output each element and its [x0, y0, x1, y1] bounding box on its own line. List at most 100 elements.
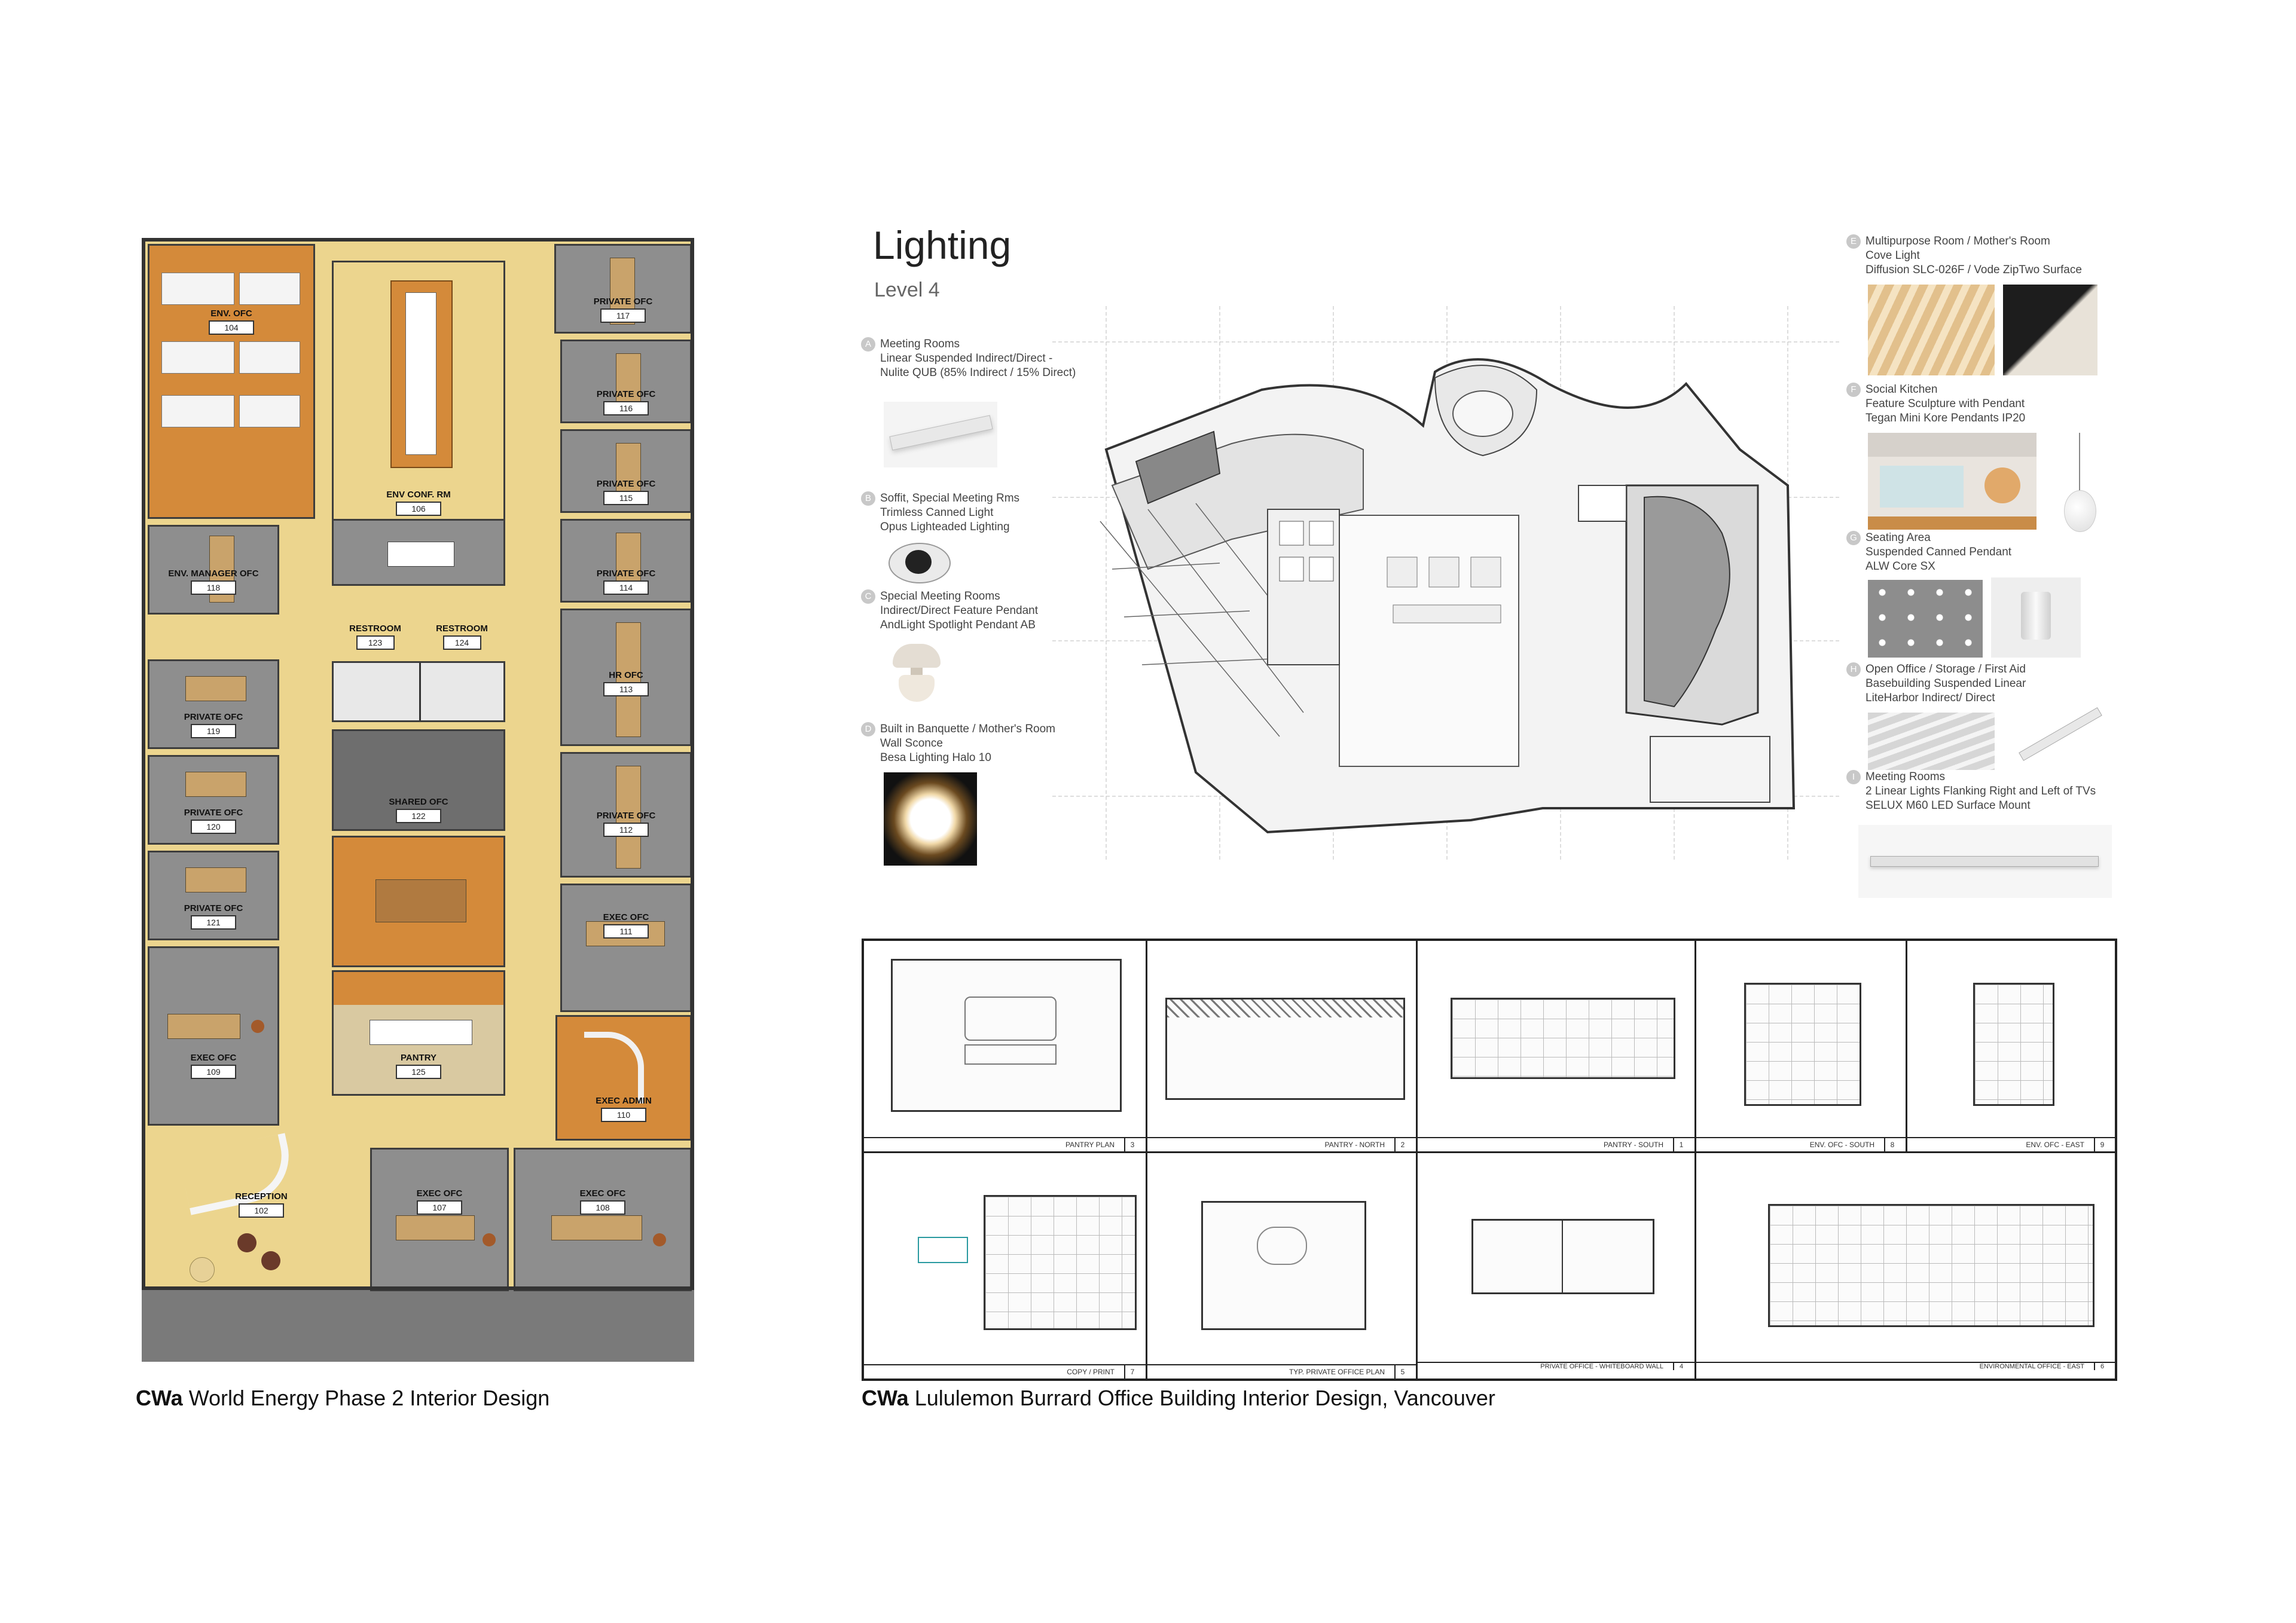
- sheet-title: PRIVATE OFFICE - WHITEBOARD WALL: [1540, 1363, 1663, 1370]
- sheet-title: PANTRY - NORTH: [1324, 1141, 1385, 1149]
- fixture-e-image-1: [1868, 285, 1995, 375]
- fixture-letter: A: [861, 337, 875, 352]
- fixture-line: Meeting Rooms: [880, 338, 960, 351]
- left-caption-text: World Energy Phase 2 Interior Design: [188, 1386, 550, 1410]
- fixture-line: ALW Core SX: [1866, 560, 1935, 573]
- fixture-line: Diffusion SLC-026F / Vode ZipTwo Surface: [1866, 264, 2082, 277]
- sheet-number: 5: [1394, 1365, 1410, 1379]
- fixture-c-image: [884, 641, 949, 707]
- fixture-letter: B: [861, 491, 875, 506]
- room-number: 111: [603, 924, 649, 939]
- room-number: 112: [603, 823, 649, 837]
- fixture-line: Seating Area: [1866, 531, 1931, 545]
- fixture-letter: E: [1846, 234, 1861, 249]
- fixture-letter: H: [1846, 662, 1861, 677]
- room-number: 124: [442, 635, 481, 650]
- sheet-private-office-whiteboard-wall: PRIVATE OFFICE - WHITEBOARD WALL 4: [1418, 1153, 1696, 1379]
- fixture-line: Open Office / Storage / First Aid: [1866, 663, 2026, 676]
- fixture-b-image: [884, 538, 955, 587]
- room-number: 120: [191, 820, 236, 834]
- fixture-letter: C: [861, 589, 875, 604]
- fixture-line: Linear Suspended Indirect/Direct -: [880, 352, 1053, 365]
- fixture-line: Suspended Canned Pendant: [1866, 546, 2012, 559]
- room-number: 121: [191, 915, 236, 930]
- room-number: 116: [603, 401, 649, 415]
- fixture-line: Meeting Rooms: [1866, 771, 1946, 784]
- plan-base-strip: [142, 1290, 694, 1362]
- sheet-number: 4: [1673, 1363, 1689, 1370]
- fixture-line: Wall Sconce: [880, 737, 943, 750]
- room-name: PRIVATE OFC: [596, 389, 656, 399]
- room-name: HR OFC: [609, 670, 643, 680]
- room-name: PRIVATE OFC: [184, 903, 243, 913]
- room-name: EXEC OFC: [190, 1053, 237, 1063]
- right-caption-brand: CWa: [862, 1386, 909, 1410]
- fixture-line: Multipurpose Room / Mother's Room: [1866, 235, 2050, 248]
- fixture-g-image-2: [1991, 577, 2081, 658]
- room-number: 104: [209, 320, 254, 335]
- fixture-line: Tegan Mini Kore Pendants IP20: [1866, 412, 2026, 425]
- fixture-letter: F: [1846, 383, 1861, 397]
- fixture-line: Opus Lighteaded Lighting: [880, 521, 1010, 534]
- sheet-env-ofc-east: ENV. OFC - EAST 9: [1907, 941, 2115, 1151]
- room-private-ofc-120: PRIVATE OFC 120: [148, 755, 279, 845]
- fixture-line: Soffit, Special Meeting Rms: [880, 492, 1020, 505]
- right-caption: CWa Lululemon Burrard Office Building In…: [862, 1386, 1495, 1411]
- room-name: PANTRY: [401, 1053, 436, 1063]
- room-open-workstations: [332, 836, 505, 967]
- sheet-number: 3: [1124, 1138, 1140, 1151]
- lighting-title: Lighting: [873, 223, 1012, 267]
- fixture-line: Nulite QUB (85% Indirect / 15% Direct): [880, 366, 1076, 380]
- room-small-meeting: [332, 519, 505, 586]
- fixture-letter: I: [1846, 770, 1861, 784]
- sheet-number: 8: [1884, 1138, 1900, 1151]
- sheet-title: PANTRY PLAN: [1065, 1141, 1115, 1149]
- fixture-line: Indirect/Direct Feature Pendant: [880, 604, 1039, 618]
- sheet-title: ENV. OFC - EAST: [2026, 1141, 2084, 1149]
- lighting-subtitle: Level 4: [874, 279, 940, 301]
- sheet-number: 6: [2094, 1363, 2109, 1370]
- room-number: 117: [600, 308, 646, 323]
- room-name: PRIVATE OFC: [184, 712, 243, 722]
- level-4-plan-drawing: [1052, 306, 1842, 862]
- room-number: 107: [417, 1200, 462, 1215]
- sheet-number: 1: [1673, 1138, 1689, 1151]
- fixture-letter: G: [1846, 531, 1861, 545]
- room-name: EXEC ADMIN: [596, 1096, 652, 1106]
- left-caption-brand: CWa: [136, 1386, 183, 1410]
- fixture-line: Social Kitchen: [1866, 383, 1938, 396]
- fixture-a-image: [884, 402, 997, 467]
- sheet-pantry-plan: PANTRY PLAN 3: [864, 941, 1147, 1151]
- fixture-line: Special Meeting Rooms: [880, 590, 1000, 603]
- fixture-h-image-2: [2015, 699, 2105, 765]
- room-number: 108: [580, 1200, 625, 1215]
- room-number: 125: [396, 1065, 441, 1079]
- room-number: 113: [603, 682, 649, 696]
- fixture-line: LiteHarbor Indirect/ Direct: [1866, 692, 1995, 705]
- room-number: 114: [603, 580, 649, 595]
- room-number: 122: [396, 809, 441, 823]
- fixture-g-image-1: [1868, 580, 1983, 658]
- room-name: PRIVATE OFC: [184, 808, 243, 818]
- sheet-number: 9: [2094, 1138, 2109, 1151]
- room-name: ENV. MANAGER OFC: [168, 568, 259, 579]
